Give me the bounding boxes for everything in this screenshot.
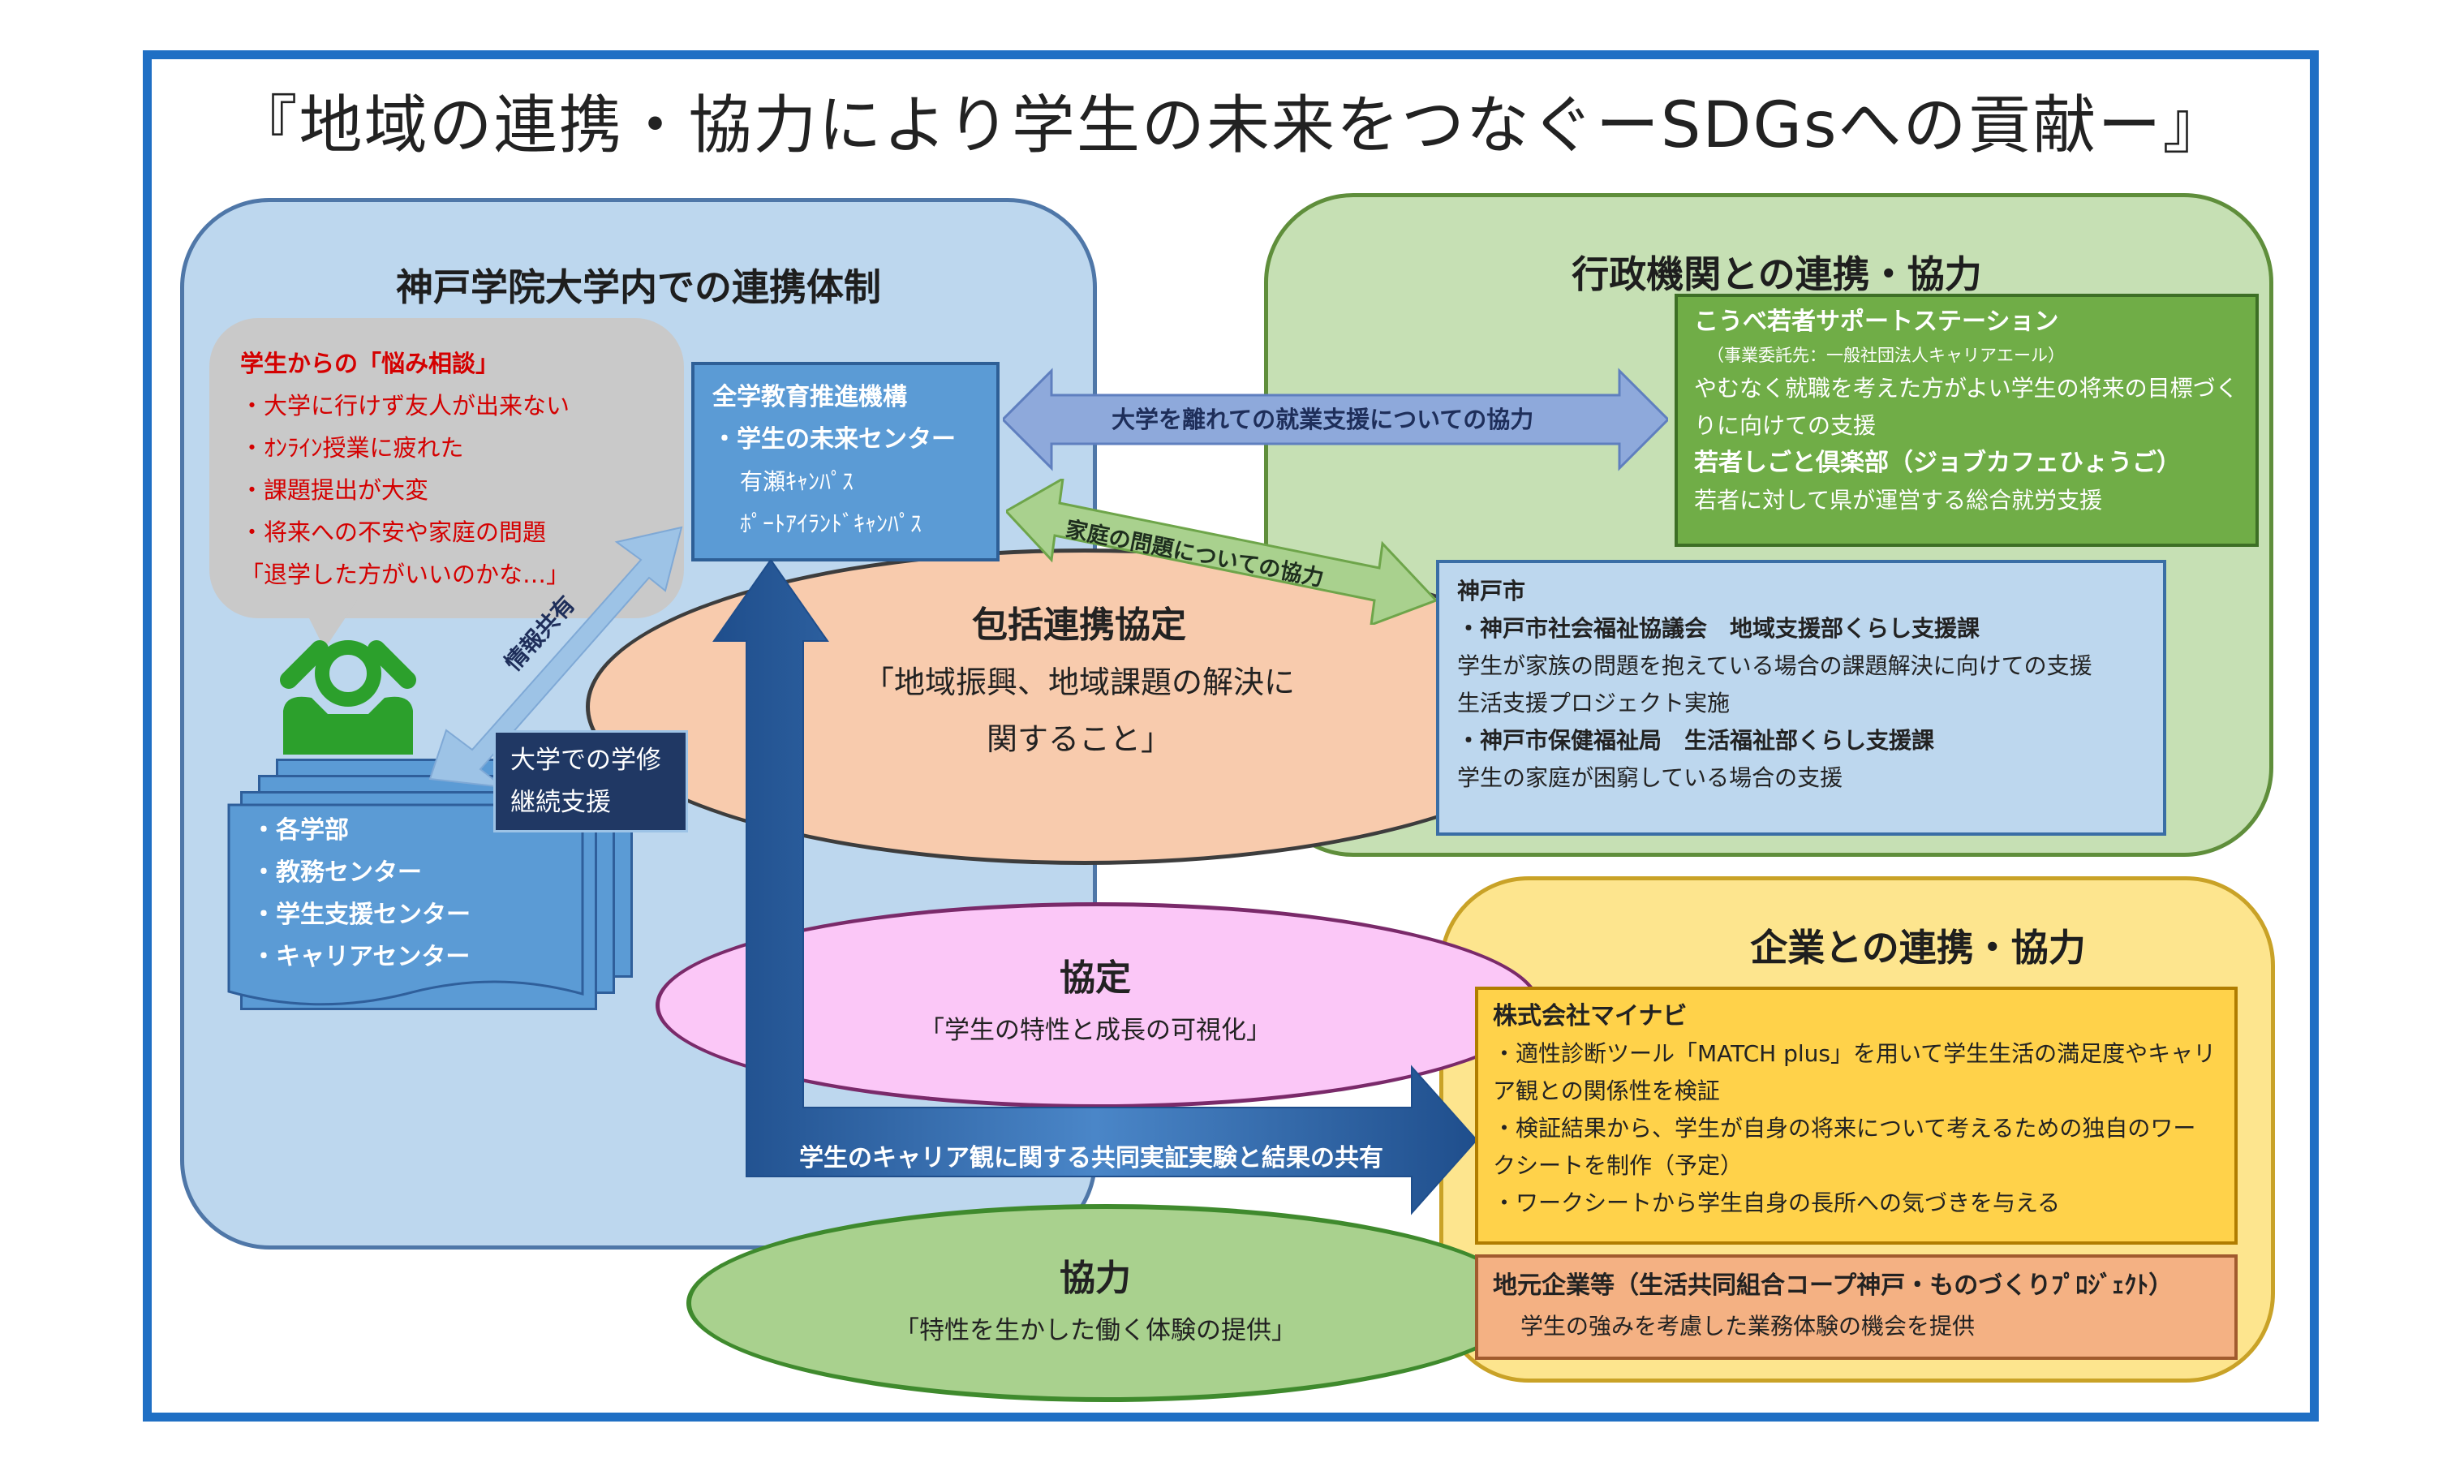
department-document — [227, 803, 584, 1006]
consultation-bubble: 学生からの「悩み相談」 ・大学に行けず友人が出来ない ・ｵﾝﾗｲﾝ授業に疲れた … — [209, 318, 684, 618]
page-title: 『地域の連携・協力により学生の未来をつなぐーSDGsへの貢献ー』 — [234, 89, 2228, 162]
future-center-name: ・学生の未来センター — [712, 425, 956, 454]
agreement-title: 協定 — [1060, 957, 1131, 999]
study-continuation-line: 継続支援 — [510, 788, 611, 817]
department-item: ・各学部 — [252, 816, 349, 845]
inclusive-agreement-text: 包括連携協定 「地域振興、地域課題の解決に 関すること」 — [819, 597, 1339, 768]
social-welfare-council-desc: 学生が家族の問題を抱えている場合の課題解決に向けての支援 — [1457, 652, 2092, 679]
mynavi-line: ・ワークシートから学生自身の長所への気づきを与える — [1493, 1189, 2061, 1216]
mynavi-name: 株式会社マイナビ — [1493, 1002, 1688, 1030]
local-companies-name: 地元企業等（生活共同組合コープ神戸・ものづくりﾌﾟﾛｼﾞｪｸﾄ） — [1493, 1271, 2174, 1300]
mynavi-line: ・検証結果から、学生が自身の将来について考えるための独自のワー — [1493, 1115, 2196, 1142]
campus-name: 有瀬ｷｬﾝﾊﾟｽ — [740, 468, 854, 495]
cooperation-description: 「特性を生かした働く体験の提供」 — [894, 1316, 1297, 1345]
kobe-youth-support-desc: やむなく就職を考えた方がよい学生の将来の目標づく — [1694, 375, 2238, 402]
social-welfare-council-name: ・神戸市社会福祉協議会 地域支援部くらし支援課 — [1457, 615, 1980, 642]
consultation-item: ・課題提出が大変 — [240, 476, 429, 504]
cooperation-ellipse — [686, 1204, 1527, 1402]
study-continuation-box: 大学での学修 継続支援 — [493, 730, 688, 832]
kobe-youth-support-name: こうべ若者サポートステーション — [1694, 308, 2059, 336]
local-companies-box: 地元企業等（生活共同組合コープ神戸・ものづくりﾌﾟﾛｼﾞｪｸﾄ） 学生の強みを考… — [1475, 1254, 2238, 1360]
consultation-item: ・将来への不安や家庭の問題 — [240, 518, 547, 546]
social-welfare-council-desc: 生活支援プロジェクト実施 — [1457, 690, 1731, 716]
department-item: ・キャリアセンター — [252, 943, 471, 971]
mynavi-line: ・適性診断ツール「MATCH plus」を用いて学生生活の満足度やキャリ — [1493, 1040, 2217, 1067]
cooperation-title: 協力 — [1060, 1258, 1131, 1299]
consultation-item: 「退学した方がいいのかな…」 — [240, 561, 570, 588]
agreement-text: 協定 「学生の特性と成長の可視化」 — [860, 949, 1331, 1053]
outer-frame — [143, 50, 2319, 1422]
kobe-youth-support-box: こうべ若者サポートステーション （事業委託先：一般社団法人キャリアエール） やむ… — [1675, 294, 2259, 547]
university-panel-title: 神戸学院大学内での連携体制 — [396, 265, 881, 309]
kobe-youth-support-desc: りに向けての支援 — [1694, 412, 1877, 439]
youth-work-club-desc: 若者に対して県が運営する総合就労支援 — [1694, 487, 2103, 514]
info-share-arrow — [428, 526, 683, 787]
inclusive-agreement-title: 包括連携協定 — [972, 604, 1186, 646]
consultation-heading: 学生からの「悩み相談」 — [240, 350, 500, 377]
career-experiment-arrow — [712, 560, 1478, 1215]
employment-support-label: 大学を離れての就業支援についての協力 — [1112, 406, 1534, 433]
inclusive-agreement-line: 「地域振興、地域課題の解決に — [862, 665, 1295, 700]
government-panel-title: 行政機関との連携・協力 — [1572, 252, 1982, 296]
kobe-youth-support-subtitle: （事業委託先：一般社団法人キャリアエール） — [1707, 346, 2065, 365]
study-continuation-line: 大学での学修 — [510, 746, 661, 775]
education-promotion-box: 全学教育推進機構 ・学生の未来センター 有瀬ｷｬﾝﾊﾟｽ ﾎﾟｰﾄｱｲﾗﾝﾄﾞｷ… — [691, 362, 1000, 561]
department-item: ・教務センター — [252, 858, 422, 887]
department-item: ・学生支援センター — [252, 901, 471, 929]
mynavi-line: クシートを制作（予定） — [1493, 1152, 1744, 1179]
bubble-tail — [300, 600, 357, 649]
consultation-item: ・大学に行けず友人が出来ない — [240, 392, 570, 419]
health-welfare-bureau-name: ・神戸市保健福祉局 生活福祉部くらし支援課 — [1457, 727, 1935, 754]
education-org-name: 全学教育推進機構 — [712, 383, 907, 411]
enterprise-panel-title: 企業との連携・協力 — [1750, 926, 2086, 970]
agreement-description: 「学生の特性と成長の可視化」 — [919, 1016, 1271, 1045]
career-experiment-label: 学生のキャリア観に関する共同実証実験と結果の共有 — [799, 1144, 1383, 1172]
inclusive-agreement-line: 関すること」 — [986, 721, 1172, 757]
mynavi-box: 株式会社マイナビ ・適性診断ツール「MATCH plus」を用いて学生生活の満足… — [1475, 987, 2238, 1245]
local-companies-desc: 学生の強みを考慮した業務体験の機会を提供 — [1520, 1313, 1976, 1340]
family-support-arrow — [1006, 479, 1436, 625]
consultation-item: ・ｵﾝﾗｲﾝ授業に疲れた — [240, 434, 464, 462]
cooperation-text: 協力 「特性を生かした働く体験の提供」 — [860, 1250, 1331, 1353]
health-welfare-bureau-desc: 学生の家庭が困窮している場合の支援 — [1457, 764, 1843, 791]
employment-support-arrow — [1003, 368, 1668, 471]
department-list: ・各学部 ・教務センター ・学生支援センター ・キャリアセンター — [252, 810, 471, 979]
campus-name: ﾎﾟｰﾄｱｲﾗﾝﾄﾞｷｬﾝﾊﾟｽ — [740, 510, 922, 537]
youth-work-club-name: 若者しごと倶楽部（ジョブカフェひょうご） — [1694, 449, 2181, 477]
person-icon — [280, 640, 416, 755]
mynavi-line: ア観との関係性を検証 — [1493, 1078, 1720, 1104]
kobe-city-name: 神戸市 — [1457, 578, 1526, 604]
kobe-city-box: 神戸市 ・神戸市社会福祉協議会 地域支援部くらし支援課 学生が家族の問題を抱えて… — [1436, 560, 2166, 836]
